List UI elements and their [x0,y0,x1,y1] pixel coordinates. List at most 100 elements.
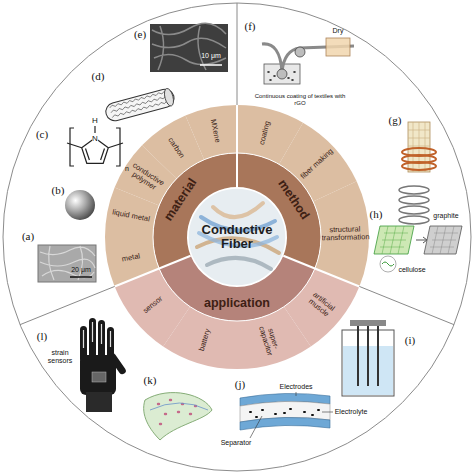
pyrrole-structure [67,126,123,166]
pyrrole-structure [94,126,95,133]
segment-label: structural transformation [321,225,368,243]
supercapacitor-j [250,416,262,438]
atom-label: N [92,135,98,144]
panel-label: (f) [245,20,256,32]
annotation: Dry [333,27,344,35]
sector-divider [359,286,454,324]
annotation: Electrodes [279,383,312,391]
panel-label: (d) [92,70,105,82]
center-circle-outline [207,258,271,269]
scale-label: 20 μm [71,266,91,274]
sensor-glove-l [92,372,106,382]
sem-image-e [150,23,228,72]
graphitization-h [424,226,462,254]
ring-segment-shape [313,181,369,286]
pyrrole-structure [108,143,123,148]
sem-image-e [152,23,226,70]
ring-segment-shape [115,268,190,346]
supercapacitor-j [322,412,333,413]
segment-label: battery [195,317,217,364]
panel-label: (l) [37,330,47,342]
ring-segment-shape [163,307,237,369]
sector-divider [115,256,191,287]
panel-label: (a) [22,230,34,242]
segment-label: liquid metal [107,208,155,225]
coating-process-f [295,47,305,57]
supercapacitor-j [296,392,297,396]
fiber-coil-g [399,186,429,194]
sensor-glove-l [84,322,111,348]
sector-band-shape [153,153,237,268]
fiber-coil-g [399,206,429,214]
fiber-muscle-k [144,393,212,440]
scale-label: 10 μm [201,52,221,60]
ring-segment-shape [185,105,237,160]
sector-label: method [262,158,324,240]
center-circle-outline [187,187,287,287]
nanotube [163,88,175,107]
sector-band-shape [237,153,321,268]
sensor-glove-l [86,392,112,412]
ring-segment-shape [237,307,311,369]
panel-label: (c) [36,128,48,140]
center-circle: Conductive Fiber [187,187,287,287]
graphitization-h [380,256,396,272]
coating-process-f [277,69,287,79]
sector-label: material [151,158,213,240]
sector-band-shape [159,256,315,321]
subscript-label: n [125,165,129,173]
panel-label: (h) [370,208,383,220]
pyrrole-structure [82,138,109,163]
sem-image-a [40,246,95,280]
annotation: graphite [433,212,458,220]
pyrrole-structure [86,149,105,161]
sensor-glove-l [80,318,127,412]
panel-label: (e) [134,28,146,40]
ring-segment-shape [142,115,204,178]
sem-image-a [38,245,96,282]
supercapacitor-j [240,392,333,438]
annotation: Separator [221,439,252,447]
ring-segment-shape [115,145,177,205]
pyrrole-structure [70,128,74,166]
segment-label: MXene [207,107,224,155]
nanotube [104,87,176,123]
panel-label: (i) [405,334,415,346]
sphere-b [65,190,95,220]
beaker-i [342,320,394,396]
coating-process-f [268,70,295,80]
sector-label: application [192,297,282,311]
sem-image-e [150,24,228,72]
sem-image-e [200,64,222,66]
annotation: cellulose [398,266,425,274]
nanotube [104,87,176,123]
coating-process-f [262,38,354,84]
segment-label: super-capacitor [254,315,284,365]
segment-label: sensor [132,287,174,323]
center-circle-outline [188,188,286,286]
pyrrole-structure [67,143,82,148]
panel-label: (b) [52,184,65,196]
center-circle-outline [213,203,263,217]
center-circle-outline [199,233,277,246]
beaker-i [350,320,386,326]
fiber-coil-g [399,122,436,224]
sector-divider [153,153,321,321]
